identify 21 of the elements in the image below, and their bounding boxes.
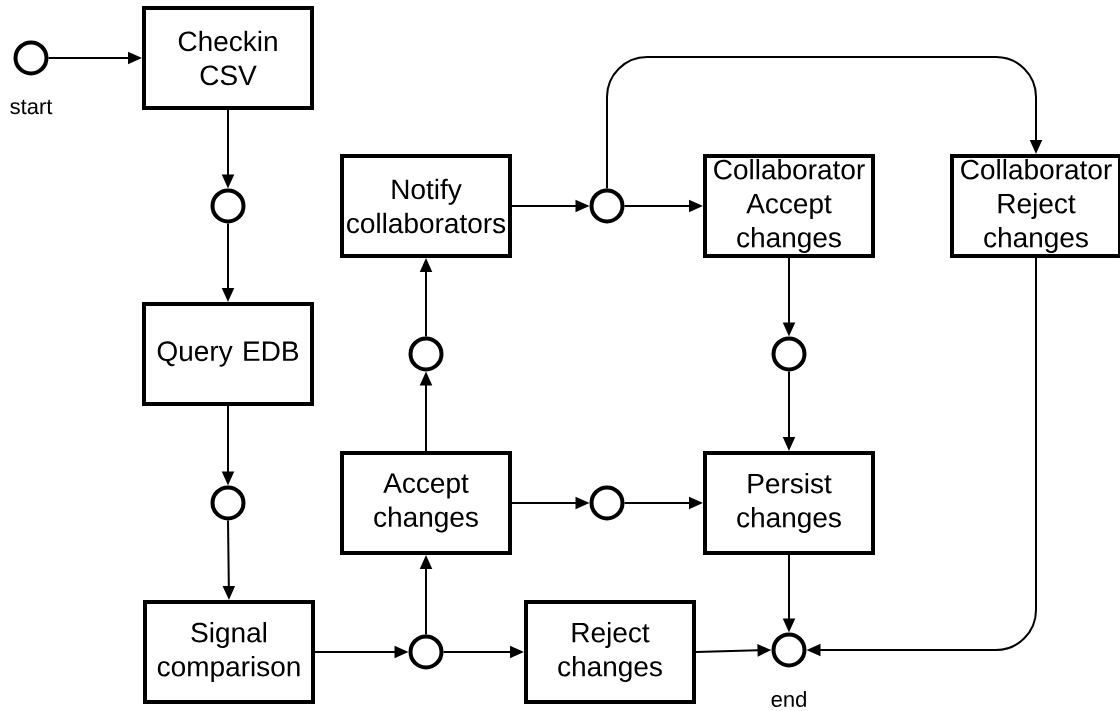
event-circle: [210, 188, 246, 224]
process-box: Signal comparison: [143, 600, 315, 704]
process-box: Query EDB: [142, 302, 314, 406]
event-circle: [408, 634, 444, 670]
event-circle: [210, 485, 246, 521]
node-caption: end: [771, 690, 806, 708]
event-circle: [408, 336, 444, 372]
event-circle: [771, 632, 807, 668]
arrow: [606, 56, 1043, 190]
process-box: Checkin CSV: [142, 6, 314, 110]
process-box: Collaborator Reject changes: [950, 154, 1120, 258]
event-circle: [13, 40, 49, 76]
process-box: Persist changes: [703, 451, 875, 555]
process-box: Reject changes: [524, 600, 696, 704]
event-circle: [589, 485, 625, 521]
event-circle: [771, 336, 807, 372]
process-box: Collaborator Accept changes: [703, 154, 875, 258]
event-circle: [589, 188, 625, 224]
node-caption: start: [10, 99, 53, 115]
process-box: Notify collaborators: [340, 154, 512, 258]
process-box: Accept changes: [340, 451, 512, 555]
